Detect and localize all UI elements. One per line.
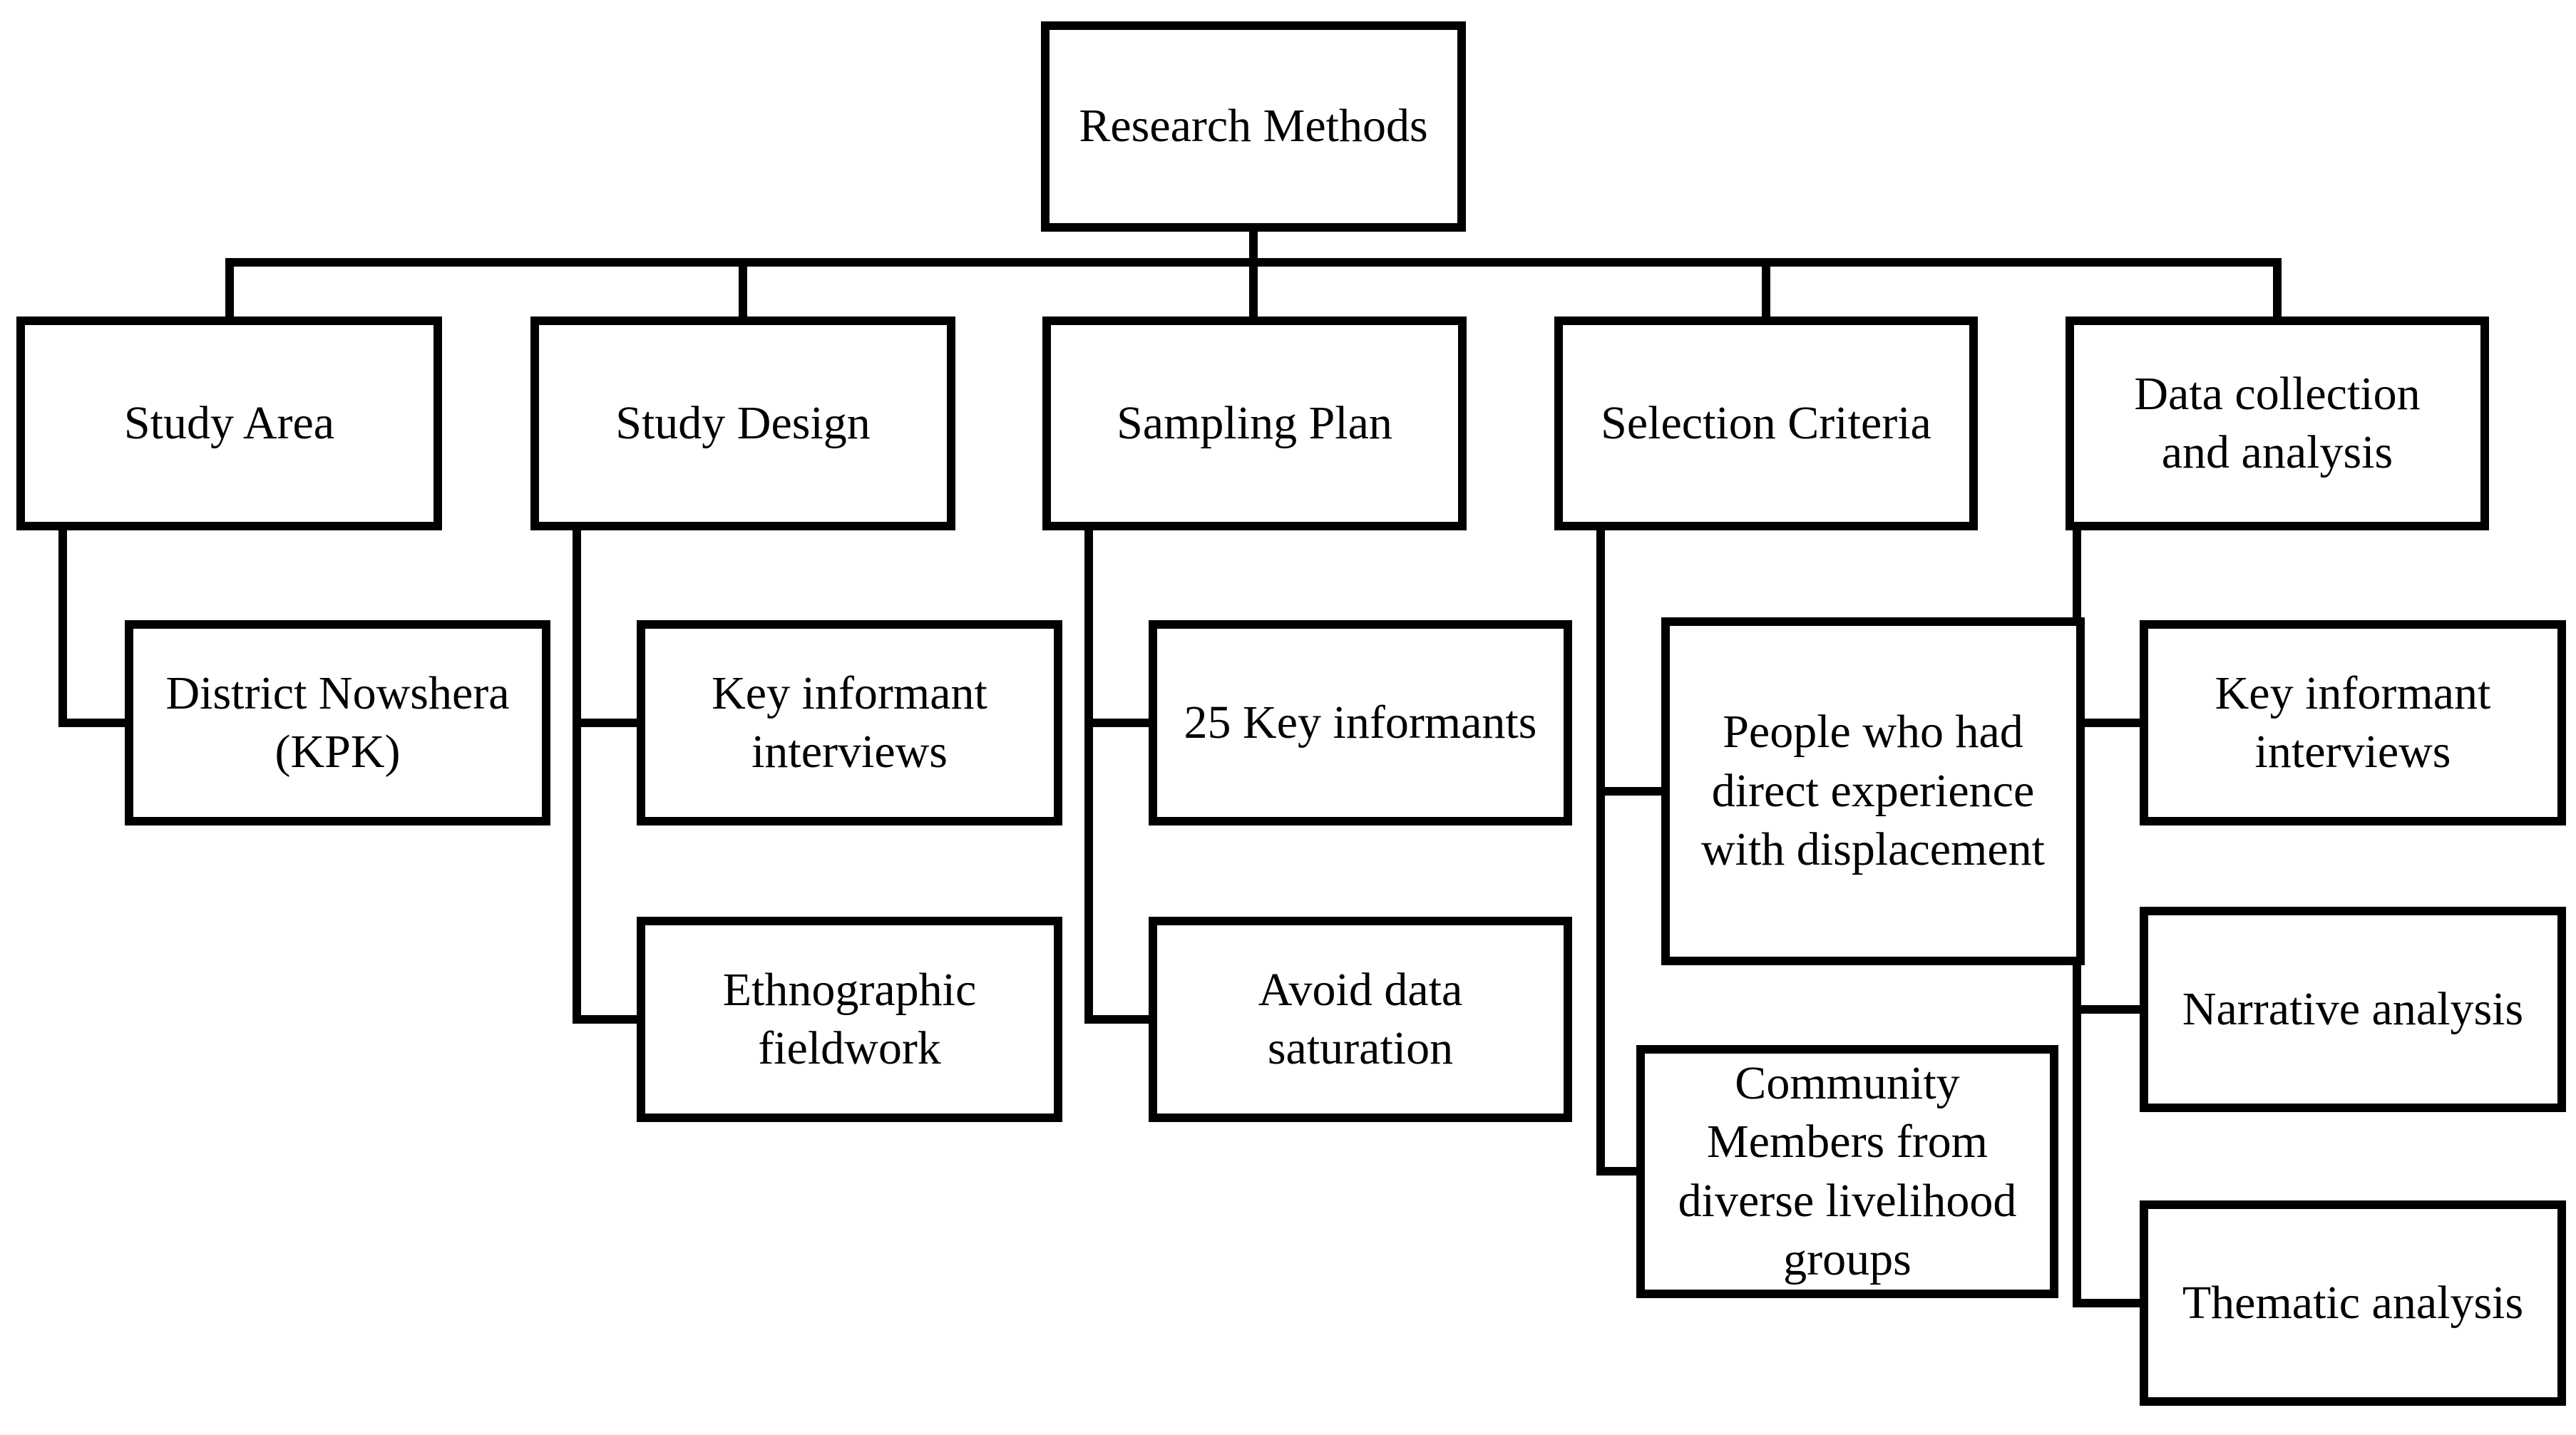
- node-25-key-informants: 25 Key informants: [1149, 620, 1572, 825]
- node-district-nowshera-kpk: District Nowshera (KPK): [125, 620, 550, 825]
- connector-to-community-members: [1596, 1167, 1643, 1176]
- connector-to-avoid-data-saturation: [1084, 1015, 1156, 1024]
- node-people-direct-experience-displacement: People who had direct experience with di…: [1661, 617, 2085, 965]
- connector-vertical-study-area: [58, 528, 67, 727]
- connector-to-key-informant-interviews-1: [573, 719, 644, 727]
- connector-stub-selection-criteria: [1762, 258, 1770, 321]
- node-key-informant-interviews-study-design: Key informant interviews: [637, 620, 1062, 825]
- connector-vertical-study-design: [573, 528, 581, 1024]
- node-key-informant-interviews-data-collection: Key informant interviews: [2140, 620, 2566, 825]
- connector-stub-sampling-plan: [1249, 258, 1258, 321]
- connector-vertical-sampling-plan: [1084, 528, 1093, 1024]
- node-study-area: Study Area: [16, 317, 442, 530]
- node-study-design: Study Design: [530, 317, 955, 530]
- connector-to-district-nowshera: [58, 719, 133, 727]
- connector-to-ethnographic-fieldwork: [573, 1015, 644, 1024]
- node-thematic-analysis: Thematic analysis: [2140, 1200, 2566, 1406]
- connector-to-thematic-analysis: [2073, 1299, 2147, 1307]
- connector-to-25-key-informants: [1084, 719, 1156, 727]
- connector-to-key-informant-interviews-2: [2073, 719, 2147, 727]
- node-narrative-analysis: Narrative analysis: [2140, 907, 2566, 1112]
- connector-to-people-experience: [1596, 787, 1668, 796]
- node-avoid-data-saturation: Avoid data saturation: [1149, 917, 1572, 1122]
- connector-to-narrative-analysis: [2073, 1005, 2147, 1014]
- node-sampling-plan: Sampling Plan: [1042, 317, 1467, 530]
- node-data-collection-and-analysis: Data collection and analysis: [2066, 317, 2489, 530]
- connector-root-drop: [1249, 232, 1258, 262]
- node-community-members-diverse-livelihood: Community Members from diverse livelihoo…: [1636, 1045, 2058, 1298]
- connector-stub-data-collection: [2273, 258, 2282, 321]
- node-selection-criteria: Selection Criteria: [1554, 317, 1978, 530]
- connector-vertical-selection-criteria: [1596, 528, 1605, 1176]
- connector-stub-study-design: [739, 258, 747, 321]
- node-ethnographic-fieldwork: Ethnographic fieldwork: [637, 917, 1062, 1122]
- node-research-methods: Research Methods: [1041, 21, 1466, 232]
- connector-stub-study-area: [225, 258, 234, 321]
